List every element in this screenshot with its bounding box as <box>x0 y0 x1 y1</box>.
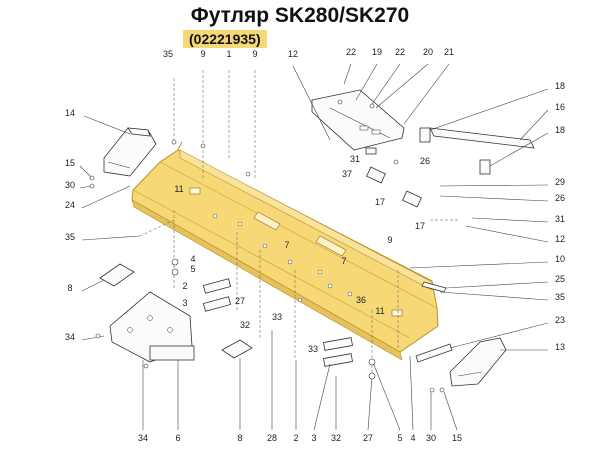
leader-lines <box>79 63 549 431</box>
callout-c-33b: 33 <box>308 344 318 354</box>
callout-c-23: 23 <box>555 315 565 325</box>
callout-c-29: 29 <box>555 177 565 187</box>
fasteners <box>89 99 445 393</box>
callout-c-5b: 5 <box>397 433 402 443</box>
callout-c-24: 24 <box>65 200 75 210</box>
callout-c-21: 21 <box>444 47 454 57</box>
main-housing-part[interactable] <box>131 141 439 361</box>
callout-c-35-top: 35 <box>163 49 173 59</box>
callout-c-26a: 26 <box>420 156 430 166</box>
callout-c-7a: 7 <box>284 240 289 250</box>
callout-c-30b: 30 <box>426 433 436 443</box>
callout-c-36: 36 <box>356 295 366 305</box>
callout-c-12b: 12 <box>555 234 565 244</box>
callout-c-18a: 18 <box>555 81 565 91</box>
callout-c-32a: 32 <box>240 320 250 330</box>
diagram-title: Футляр SK280/SK270 <box>190 4 410 27</box>
callout-c-7b: 7 <box>341 256 346 266</box>
callout-c-14: 14 <box>65 108 75 118</box>
callout-c-22b: 22 <box>395 47 405 57</box>
callout-c-1: 1 <box>226 49 231 59</box>
callout-c-37: 37 <box>342 169 352 179</box>
callout-c-28: 28 <box>267 433 277 443</box>
callout-c-19: 19 <box>372 47 382 57</box>
small-bracket-part[interactable] <box>99 263 253 359</box>
callout-c-33a: 33 <box>272 312 282 322</box>
callout-c-9a: 9 <box>200 49 205 59</box>
callout-c-4b: 4 <box>410 433 415 443</box>
callout-c-15a: 15 <box>65 158 75 168</box>
part-number-badge: (02221935) <box>183 30 267 48</box>
callout-c-30a: 30 <box>65 180 75 190</box>
callout-c-26b: 26 <box>555 193 565 203</box>
callout-c-18b: 18 <box>555 125 565 135</box>
callout-c-3b: 3 <box>311 433 316 443</box>
latch-parts[interactable] <box>366 166 422 208</box>
right-strip-parts[interactable] <box>415 127 535 363</box>
plate-parts[interactable] <box>202 278 353 367</box>
callout-c-17b: 17 <box>415 221 425 231</box>
callout-c-34b: 34 <box>138 433 148 443</box>
callout-c-5a: 5 <box>190 264 195 274</box>
callout-c-31b: 31 <box>555 214 565 224</box>
callout-c-9c: 9 <box>387 235 392 245</box>
callout-c-32b: 32 <box>331 433 341 443</box>
callout-c-8a: 8 <box>67 283 72 293</box>
callout-c-12a: 12 <box>288 49 298 59</box>
callout-c-2b: 2 <box>293 433 298 443</box>
callout-c-2a: 2 <box>182 281 187 291</box>
callout-c-15b: 15 <box>452 433 462 443</box>
callout-c-25: 25 <box>555 274 565 284</box>
callout-c-8b: 8 <box>237 433 242 443</box>
callout-c-11b: 11 <box>375 306 384 316</box>
callout-c-4a: 4 <box>190 254 195 264</box>
left-end-cap-part[interactable] <box>103 127 157 177</box>
callout-c-31a: 31 <box>350 154 360 164</box>
callout-c-10: 10 <box>555 254 565 264</box>
callout-c-11a: 11 <box>174 184 183 194</box>
callout-c-34a: 34 <box>65 332 75 342</box>
callout-c-27a: 27 <box>235 296 245 306</box>
callout-c-9b: 9 <box>252 49 257 59</box>
callout-c-3a: 3 <box>182 298 187 308</box>
right-end-cap-part[interactable] <box>449 337 507 387</box>
assembly-lines <box>139 70 458 380</box>
callout-c-13: 13 <box>555 342 565 352</box>
mounting-bracket-part[interactable] <box>109 291 195 363</box>
callout-c-6: 6 <box>175 433 180 443</box>
control-panel-part[interactable] <box>311 89 405 155</box>
callout-c-35b: 35 <box>555 292 565 302</box>
callout-c-20: 20 <box>423 47 433 57</box>
callout-c-35a: 35 <box>65 232 75 242</box>
callout-c-22a: 22 <box>346 47 356 57</box>
callout-c-16: 16 <box>555 102 565 112</box>
callout-c-17a: 17 <box>375 197 385 207</box>
callout-c-27b: 27 <box>363 433 373 443</box>
